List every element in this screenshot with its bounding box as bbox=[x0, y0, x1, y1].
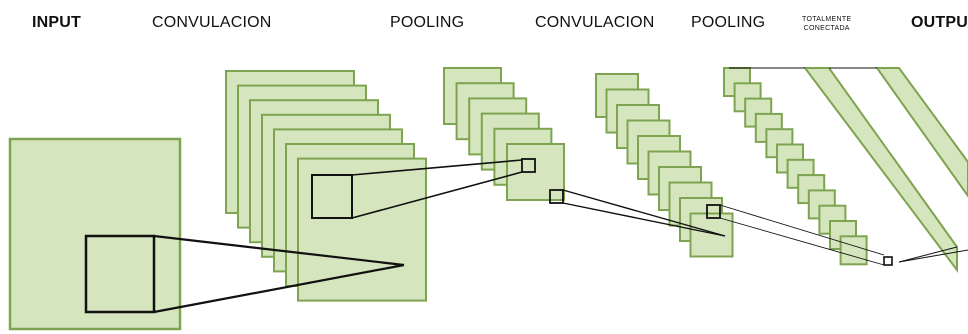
pool1-projection-top bbox=[562, 189, 726, 237]
fc-bar-2 bbox=[875, 67, 968, 198]
input-image bbox=[8, 137, 182, 331]
label-pooling-2: POOLING bbox=[691, 14, 766, 31]
fc-bar-1 bbox=[802, 67, 958, 273]
label-convolution-1: CONVULACION bbox=[152, 14, 272, 31]
label-fully-connected-line2: CONECTADA bbox=[803, 25, 850, 32]
input-projection-top bbox=[153, 234, 405, 267]
conv1-feature-map-7 bbox=[297, 157, 427, 302]
conv2-feature-map-10 bbox=[689, 212, 734, 258]
conv1-projection-top bbox=[351, 159, 523, 176]
label-fully-connected: TOTALMENTE CONECTADA bbox=[802, 15, 851, 33]
label-pooling-1: POOLING bbox=[390, 14, 465, 31]
label-fully-connected-line1: TOTALMENTE bbox=[802, 16, 852, 23]
conv1-receptive-field bbox=[311, 174, 353, 219]
label-convolution-2: CONVULACION bbox=[535, 14, 655, 31]
conv2-projection-bottom bbox=[719, 217, 885, 266]
conv2-projection-top bbox=[719, 204, 885, 256]
pool2-feature-map-4 bbox=[754, 112, 783, 143]
label-output: OUTPUT bbox=[911, 14, 968, 31]
conv1-projection-bottom bbox=[351, 171, 523, 219]
pool1-receptive-field bbox=[549, 189, 564, 204]
input-projection-bottom bbox=[153, 263, 405, 314]
pool1-patch bbox=[521, 158, 536, 173]
conv2-receptive-field bbox=[706, 204, 721, 219]
pool1-projection-bottom bbox=[562, 202, 726, 237]
fc-link-lower bbox=[898, 246, 958, 263]
pool2-feature-map-12 bbox=[839, 235, 868, 266]
fc-link-edge bbox=[898, 249, 968, 263]
pool2-unit bbox=[883, 256, 893, 266]
label-input: INPUT bbox=[32, 14, 81, 31]
input-receptive-field bbox=[84, 234, 156, 314]
